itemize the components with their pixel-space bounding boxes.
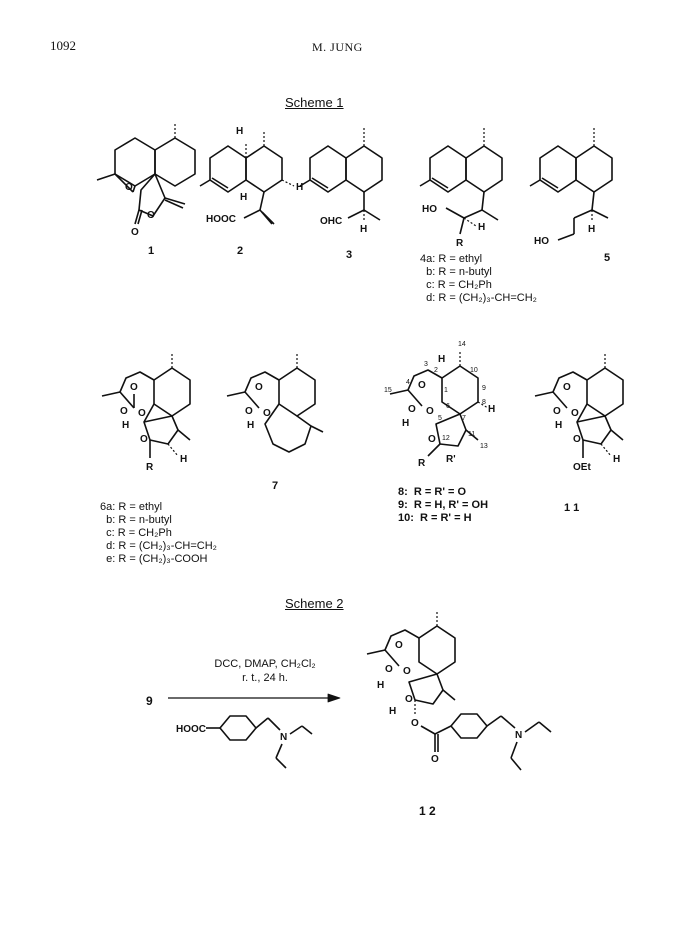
compound-6-h2: H	[180, 454, 187, 465]
reagent-structure: HOOC N	[176, 715, 313, 769]
compound-12-o-carbonyl: O	[431, 754, 439, 765]
compound-4-h: H	[478, 222, 485, 233]
compound-11-o3: O	[571, 408, 579, 419]
compound-4-r: R	[456, 238, 464, 249]
compound-3-h: H	[360, 224, 367, 235]
compound-12-h1: H	[377, 680, 384, 691]
atom-number-4: 4	[406, 379, 410, 386]
atom-number-1: 1	[444, 387, 448, 394]
atom-number-13: 13	[480, 443, 488, 450]
compound-3-ohc: OHC	[320, 216, 342, 227]
compound-11-o4: O	[573, 434, 581, 445]
compound-8-o3: O	[426, 406, 434, 417]
compound-7-o2: O	[245, 406, 253, 417]
compound-12-o4: O	[405, 694, 413, 705]
compound-12-o2: O	[385, 664, 393, 675]
compound-8-r-prime: R'	[446, 454, 456, 465]
compound-6-o4: O	[140, 434, 148, 445]
compound-3-structure: H OHC	[299, 126, 383, 235]
compound-12-o3: O	[403, 666, 411, 677]
compound-11-h2: H	[613, 454, 620, 465]
compound-2-h-right: H	[296, 182, 303, 193]
compound-8-h-right: H	[488, 404, 495, 415]
compound-8-h-top: H	[438, 354, 445, 365]
compound-6-o3: O	[138, 408, 146, 419]
compound-11-structure: O O O H O H OEt	[534, 354, 624, 473]
compound-5-structure: H HO	[529, 126, 613, 247]
atom-number-3: 3	[424, 361, 428, 368]
compound-12-n: N	[515, 730, 522, 741]
compound-11-oet: OEt	[573, 462, 591, 473]
scheme-1-title: Scheme 1	[285, 95, 344, 110]
atom-number-11: 11	[468, 431, 475, 438]
atom-number-14: 14	[458, 341, 466, 348]
compound-8-10-structure: H O O O H O H R R' 14 3 2 4 15 1 10 9 8 …	[384, 341, 495, 469]
reagent-n-label: N	[280, 732, 287, 743]
atom-number-15: 15	[384, 387, 392, 394]
compound-7-o1: O	[255, 382, 263, 393]
compound-5-label: 5	[604, 252, 611, 264]
atom-number-2: 2	[434, 367, 438, 374]
atom-number-9: 9	[482, 385, 486, 392]
compound-8-o1: O	[418, 380, 426, 391]
page-number: 1092	[50, 38, 76, 53]
reagent-hooc-label: HOOC	[176, 724, 206, 735]
compound-7-label: 7	[272, 480, 279, 492]
running-head-author: M. JUNG	[312, 40, 363, 54]
compound-5-ho: HO	[534, 236, 549, 247]
compound-8-r: R	[418, 458, 426, 469]
compound-6-r: R	[146, 462, 154, 473]
compound-12-h2: H	[389, 706, 396, 717]
scheme-2-title: Scheme 2	[285, 596, 344, 611]
compound-11-h1: H	[555, 420, 562, 431]
compound-7-h: H	[247, 420, 254, 431]
atom-number-10: 10	[470, 367, 478, 374]
compound-6-substituent-list: 6a: R = ethyl b: R = n-butyl c: R = CH₂P…	[100, 501, 217, 565]
compound-11-o1: O	[563, 382, 571, 393]
compound-2-label: 2	[237, 245, 244, 257]
compound-12-o-ester: O	[411, 718, 419, 729]
compound-4-structure: HO H R	[419, 126, 503, 249]
atom-number-6: 6	[446, 403, 450, 410]
atom-number-5: 5	[438, 415, 442, 422]
compound-1-o-carbonyl: O	[131, 227, 139, 238]
compound-11-label: 1 1	[564, 502, 580, 514]
compound-2-h-mid: H	[240, 192, 247, 203]
reaction-arrow	[168, 693, 341, 703]
compound-1-o-epoxide: O	[125, 182, 133, 193]
compound-12-structure: O O O H O H O O N	[366, 610, 552, 771]
compound-4-ho: HO	[422, 204, 437, 215]
compound-12-label: 1 2	[419, 804, 436, 818]
reaction-conditions-reagents: DCC, DMAP, CH₂Cl₂	[214, 658, 316, 670]
atom-number-12: 12	[442, 435, 450, 442]
compound-4-substituent-list: 4a: R = ethyl b: R = n-butyl c: R = CH₂P…	[420, 253, 537, 304]
compound-8-10-substituent-list: 8: R = R' = O 9: R = H, R' = OH 10: R = …	[398, 486, 489, 524]
scheme-2-reactant-label: 9	[146, 694, 153, 708]
compound-8-o4: O	[428, 434, 436, 445]
compound-8-o2: O	[408, 404, 416, 415]
compound-2-structure: H H H HOOC	[199, 126, 303, 225]
compound-1-o-lactone: O	[147, 210, 155, 221]
compound-6-h1: H	[122, 420, 129, 431]
compound-11-o2: O	[553, 406, 561, 417]
compound-2-h-top: H	[236, 126, 243, 137]
compound-2-hooc: HOOC	[206, 214, 236, 225]
compound-3-label: 3	[346, 249, 353, 261]
compound-1-label: 1	[148, 245, 155, 257]
compound-7-o3: O	[263, 408, 271, 419]
compound-8-h-left: H	[402, 418, 409, 429]
atom-number-7: 7	[462, 415, 466, 422]
compound-6-o2: O	[120, 406, 128, 417]
compound-1-structure: O O O	[96, 124, 196, 238]
atom-number-8: 8	[482, 399, 486, 406]
compound-6-o1: O	[130, 382, 138, 393]
compound-12-o1: O	[395, 640, 403, 651]
compound-5-h: H	[588, 224, 595, 235]
compound-7-structure: O O O H	[226, 354, 324, 453]
reaction-conditions-time: r. t., 24 h.	[242, 672, 288, 684]
compound-6-structure: O O O O H H R	[101, 354, 191, 473]
